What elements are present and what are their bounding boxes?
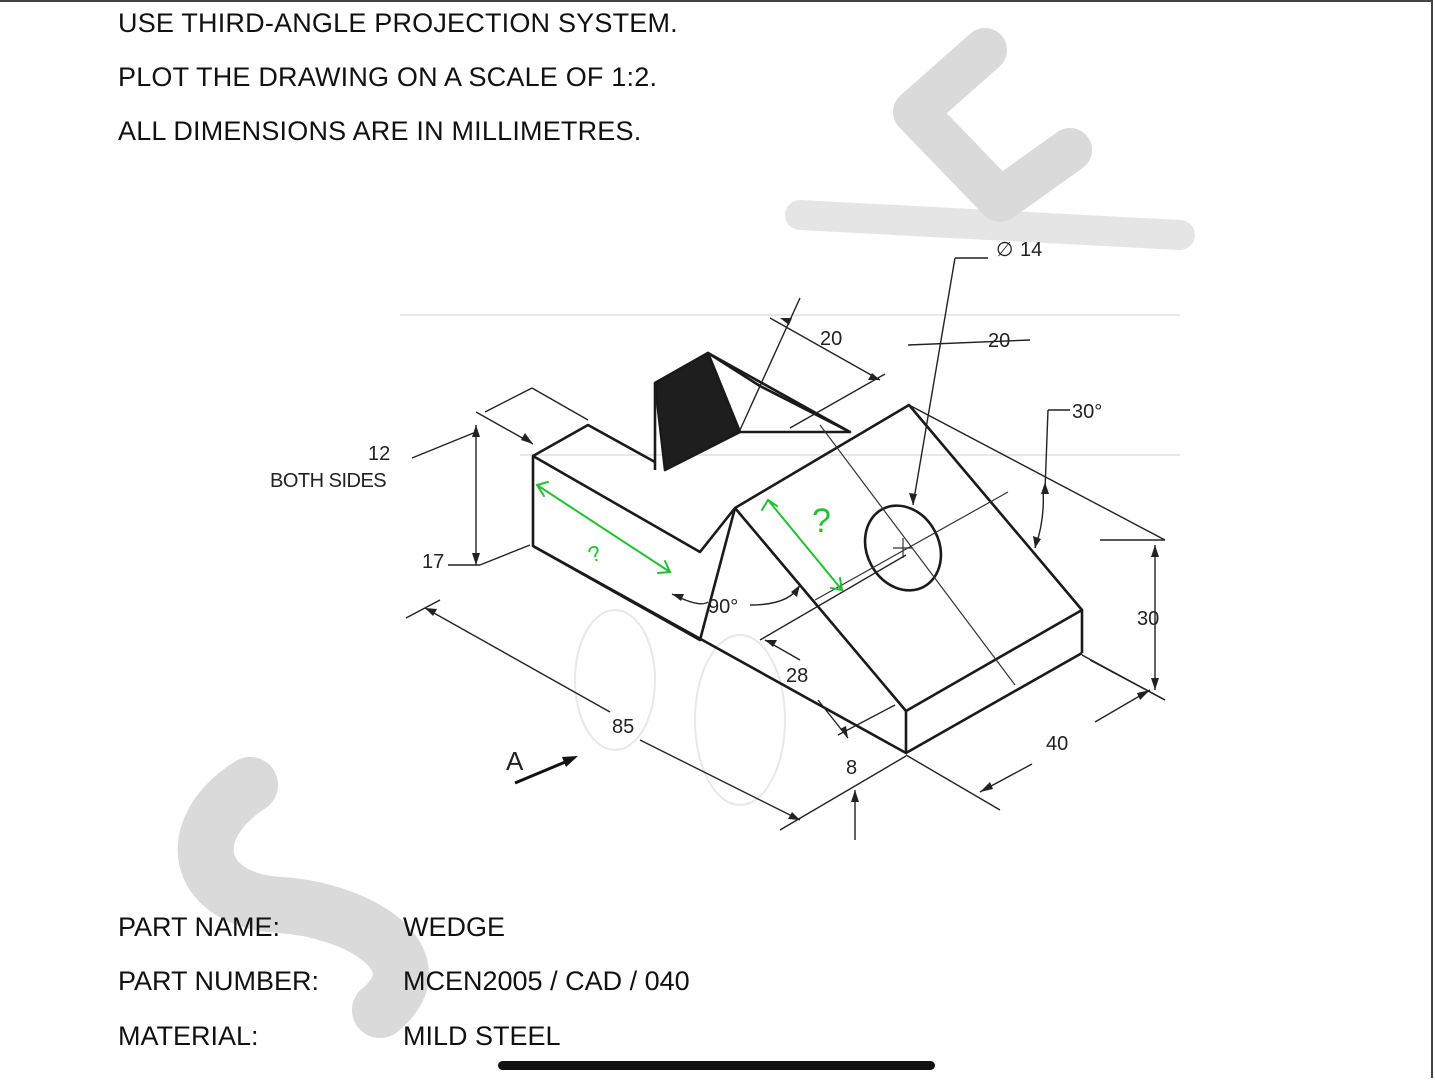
part-name-value: WEDGE xyxy=(403,912,506,942)
part-number-label: PART NUMBER: xyxy=(118,966,320,996)
background-ghost-lines xyxy=(400,314,1180,806)
material-value: MILD STEEL xyxy=(403,1021,561,1051)
part-name-label: PART NAME: xyxy=(118,912,281,942)
note-units: ALL DIMENSIONS ARE IN MILLIMETRES. xyxy=(118,116,642,146)
ledge-depth-label: 17 xyxy=(422,551,444,573)
ledge-height-label: 12 xyxy=(368,443,390,465)
home-indicator[interactable] xyxy=(498,1061,935,1070)
note-projection: USE THIRD-ANGLE PROJECTION SYSTEM. xyxy=(118,8,678,38)
right-angle-label: 90° xyxy=(708,596,738,618)
total-width-label: 40 xyxy=(1046,733,1068,755)
slot-width-label: 20 xyxy=(820,328,842,350)
hole-diameter-label: 14 xyxy=(1020,239,1042,261)
green-mark-2: ? xyxy=(812,502,831,540)
hole-offset-label: 20 xyxy=(988,330,1010,352)
ledge-note-label: BOTH SIDES xyxy=(270,470,386,492)
base-height-label: 8 xyxy=(846,757,857,779)
dimension-arrowheads xyxy=(425,318,1159,820)
view-arrow-label: A xyxy=(506,746,524,776)
material-label: MATERIAL: xyxy=(118,1021,259,1051)
hole-diameter-symbol: ∅ xyxy=(996,239,1013,261)
wedge-outline xyxy=(531,351,1084,755)
watermark xyxy=(177,28,1195,1038)
slope-angle-label: 30° xyxy=(1072,401,1102,423)
part-number-value: MCEN2005 / CAD / 040 xyxy=(403,966,690,996)
view-arrow-a xyxy=(514,756,578,785)
green-annotations xyxy=(535,481,844,592)
dimension-lines xyxy=(405,257,1166,840)
total-height-label: 30 xyxy=(1137,608,1159,630)
note-scale: PLOT THE DRAWING ON A SCALE OF 1:2. xyxy=(118,62,658,92)
mid-length-label: 28 xyxy=(786,665,808,687)
total-length-label: 85 xyxy=(612,716,634,738)
centre-lines xyxy=(814,424,1016,686)
